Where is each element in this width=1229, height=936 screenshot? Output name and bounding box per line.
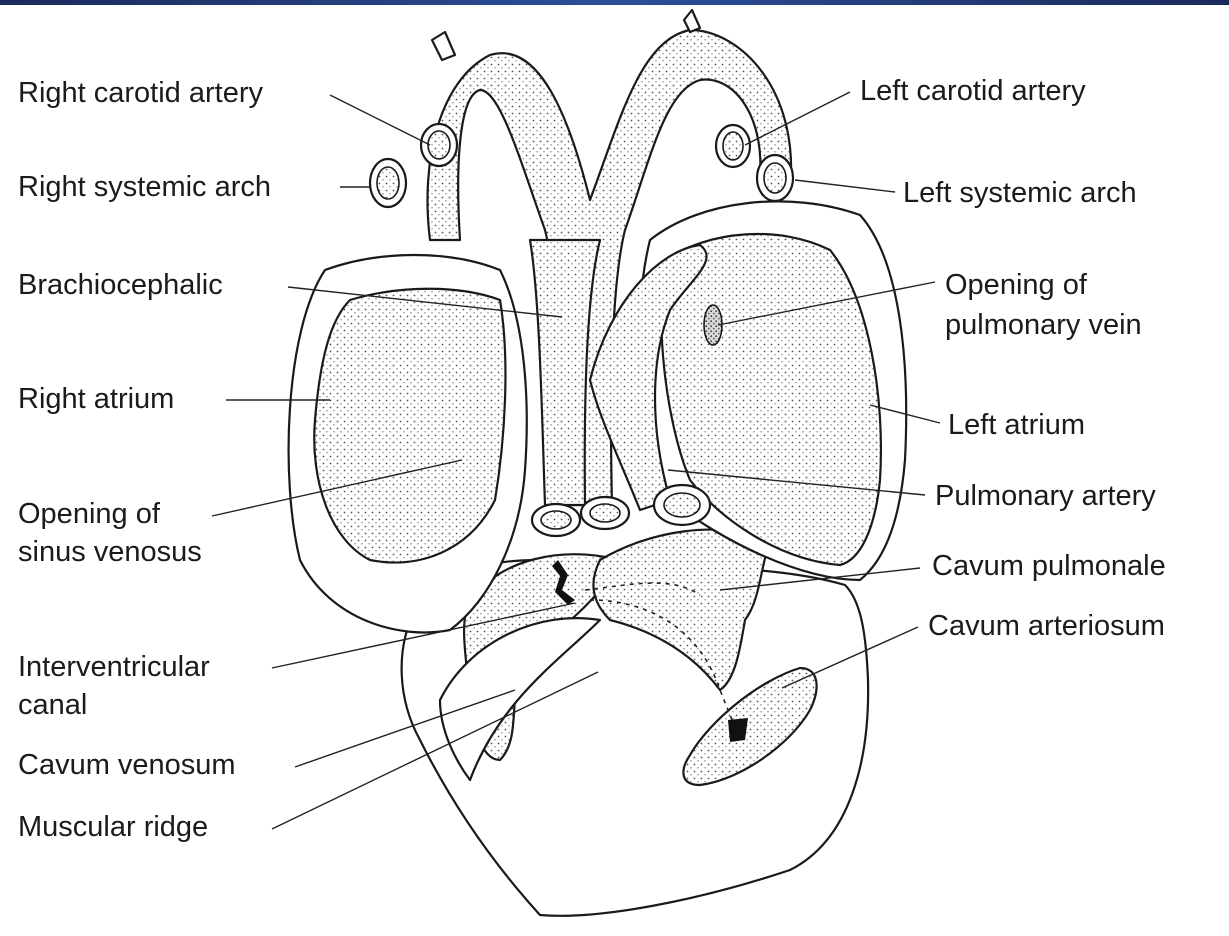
- left-carotid-lumen: [723, 132, 743, 160]
- ventricle-ring-1-lumen: [541, 511, 571, 529]
- label-opening-sinus-2: sinus venosus: [18, 535, 202, 569]
- label-pulmonary-artery: Pulmonary artery: [935, 479, 1156, 513]
- label-brachiocephalic: Brachiocephalic: [18, 268, 223, 302]
- arch-top-right-stub: [684, 10, 700, 32]
- right-systemic-lumen: [377, 167, 399, 199]
- pulmonary-artery-lumen: [664, 493, 700, 517]
- label-interventricular-2: canal: [18, 688, 87, 722]
- label-cavum-pulmonale: Cavum pulmonale: [932, 549, 1166, 583]
- label-left-atrium: Left atrium: [948, 408, 1085, 442]
- label-cavum-arteriosum: Cavum arteriosum: [928, 609, 1165, 643]
- label-interventricular-1: Interventricular: [18, 650, 210, 684]
- ventricle-ring-2-lumen: [590, 504, 620, 522]
- label-left-carotid-artery: Left carotid artery: [860, 74, 1086, 108]
- label-muscular-ridge: Muscular ridge: [18, 810, 208, 844]
- label-right-carotid-artery: Right carotid artery: [18, 76, 263, 110]
- label-left-systemic-arch: Left systemic arch: [903, 176, 1137, 210]
- label-opening-pulmonary-2: pulmonary vein: [945, 308, 1142, 342]
- leader-right-carotid: [330, 95, 430, 145]
- label-opening-pulmonary-1: Opening of: [945, 268, 1087, 302]
- arch-top-left-stub: [432, 32, 455, 60]
- label-right-atrium: Right atrium: [18, 382, 174, 416]
- right-atrium-cavity: [314, 289, 505, 563]
- right-carotid-lumen: [428, 131, 450, 159]
- interventricular-marker: [728, 718, 748, 742]
- label-right-systemic-arch: Right systemic arch: [18, 170, 271, 204]
- leader-left-systemic: [795, 180, 895, 192]
- left-systemic-lumen: [764, 163, 786, 193]
- label-opening-sinus-1: Opening of: [18, 497, 160, 531]
- label-cavum-venosum: Cavum venosum: [18, 748, 236, 782]
